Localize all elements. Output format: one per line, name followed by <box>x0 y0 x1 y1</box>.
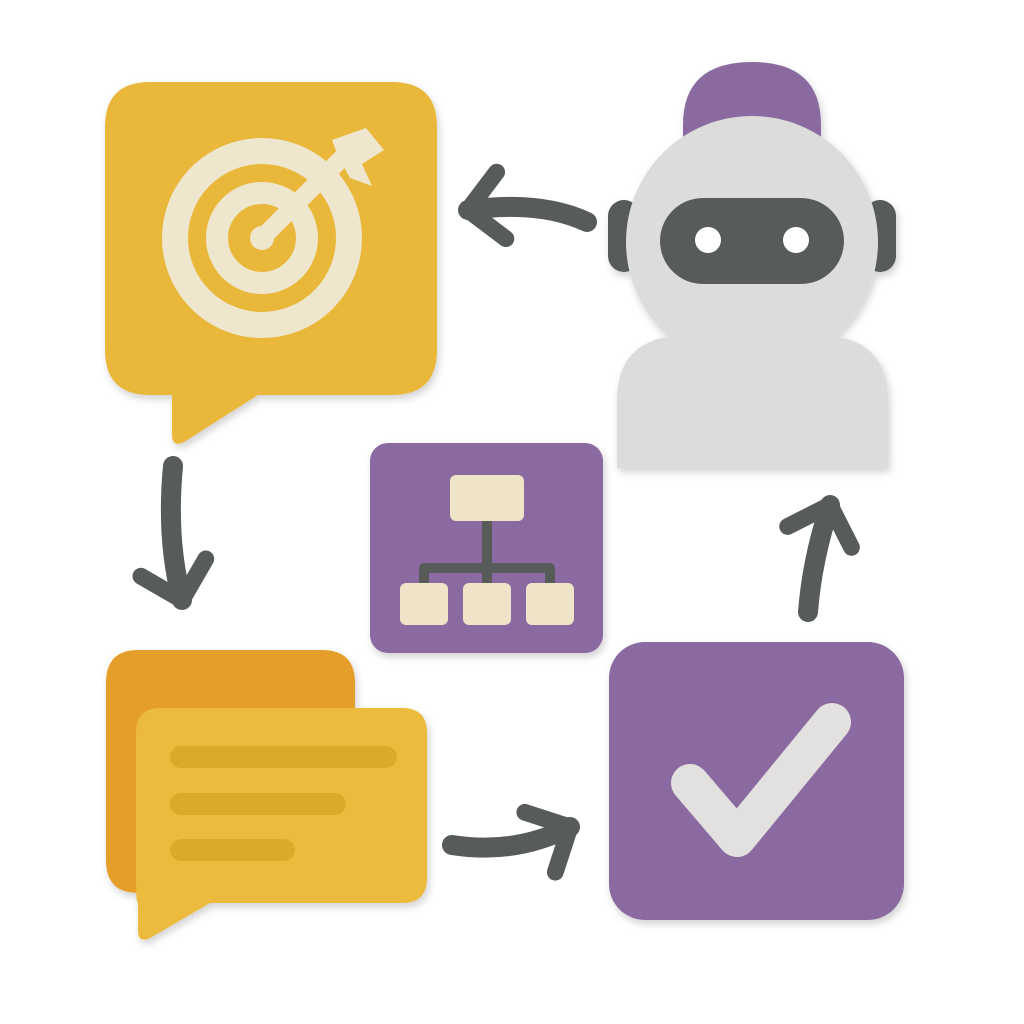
hierarchy-top-node <box>450 475 524 521</box>
curved-arrow-icon <box>442 803 580 881</box>
target-with-arrow-icon <box>162 128 384 338</box>
robot-right-eye <box>783 227 809 253</box>
robot-visor <box>660 198 844 284</box>
checkmark-icon <box>671 703 851 857</box>
front-bubble <box>136 708 427 940</box>
hierarchy-middle-node <box>463 583 511 625</box>
bubble-text-line-1 <box>170 746 397 768</box>
goal-bubble <box>105 82 437 444</box>
curved-arrow-icon <box>779 495 860 622</box>
robot-cap <box>683 62 821 140</box>
target-outer-ring <box>162 138 362 338</box>
curved-arrow-icon <box>458 163 597 248</box>
curved-arrow-icon <box>132 456 215 610</box>
bubble-text-line-2 <box>170 793 346 815</box>
goal-bubble-shape <box>105 82 437 444</box>
robot-body <box>617 335 888 468</box>
robot-avatar-icon <box>608 62 896 468</box>
target-arrow-fletching <box>332 128 384 186</box>
hierarchy-org-chart-icon <box>400 475 574 625</box>
target-arrow-shaft <box>255 141 359 245</box>
hierarchy-connectors <box>419 515 555 590</box>
robot-left-eye <box>695 227 721 253</box>
checkmark-tile <box>609 642 904 920</box>
stacked-chat-bubbles-icon <box>106 650 427 940</box>
target-inner-ring <box>206 182 318 294</box>
bubble-text-line-3 <box>170 839 295 861</box>
hierarchy-left-node <box>400 583 448 625</box>
checkmark-tile-shape <box>609 642 904 920</box>
hierarchy-right-node <box>526 583 574 625</box>
